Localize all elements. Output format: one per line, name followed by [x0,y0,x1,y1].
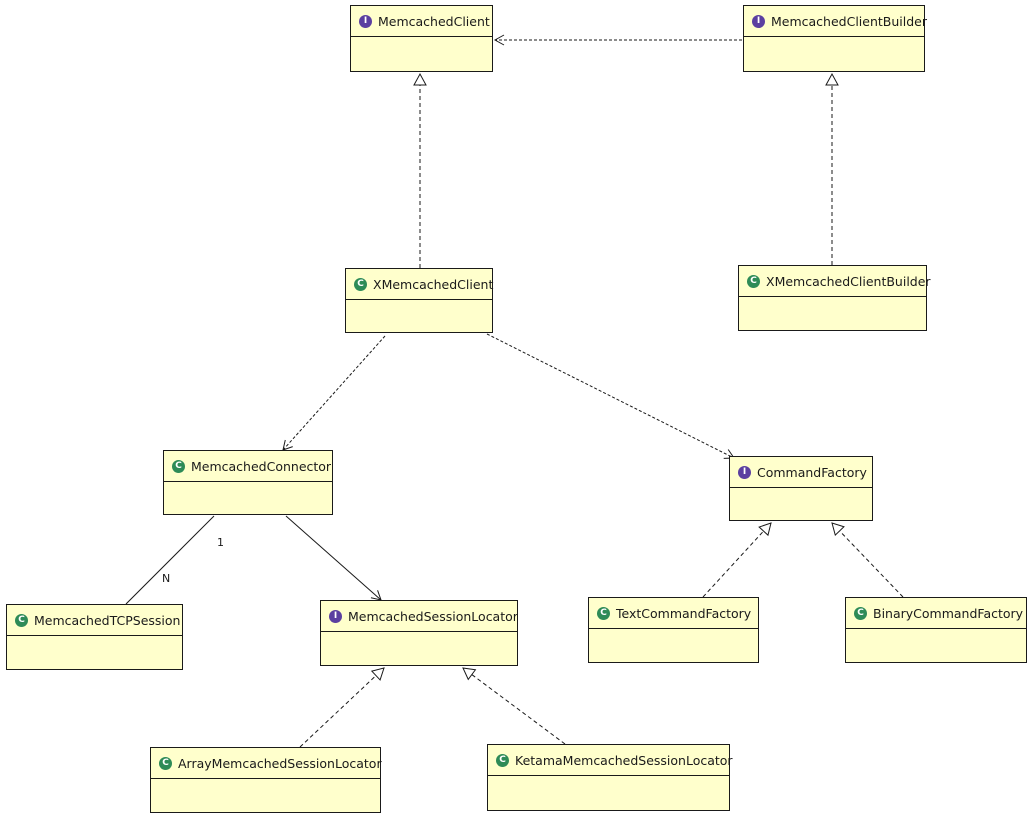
class-icon: C [172,459,185,473]
class-icon: C [496,753,509,767]
class-name: XMemcachedClientBuilder [766,273,931,289]
class-header: I MemcachedClient [351,6,492,37]
class-icon: C [159,756,172,770]
class-box-array-memcached-session-locator[interactable]: C ArrayMemcachedSessionLocator [150,747,382,813]
class-header: C BinaryCommandFactory [846,598,1026,629]
class-box-memcached-session-locator[interactable]: I MemcachedSessionLocator [320,600,518,666]
multiplicity-label: N [162,572,170,585]
class-box-binary-command-factory[interactable]: C BinaryCommandFactory [845,597,1027,663]
association-line [125,515,215,605]
class-name: XMemcachedClient [373,276,494,292]
interface-icon: I [752,14,765,28]
class-header: I CommandFactory [730,457,872,488]
realization-line [831,522,904,598]
class-name: BinaryCommandFactory [873,605,1024,621]
class-box-text-command-factory[interactable]: C TextCommandFactory [588,597,759,663]
class-header: C KetamaMemcachedSessionLocator [488,745,733,776]
class-name: MemcachedConnector [191,458,332,474]
class-box-memcached-client[interactable]: I MemcachedClient [350,5,493,72]
class-icon: C [354,277,367,291]
interface-icon: I [329,609,342,623]
navigable-association-line [285,515,382,601]
interface-icon: I [359,14,372,28]
class-header: I MemcachedClientBuilder [744,6,927,37]
class-header: I MemcachedSessionLocator [321,601,518,632]
class-header: C ArrayMemcachedSessionLocator [151,748,382,779]
class-icon: C [747,274,760,288]
class-name: MemcachedClient [378,13,490,29]
class-name: CommandFactory [757,464,867,480]
class-box-ketama-memcached-session-locator[interactable]: C KetamaMemcachedSessionLocator [487,744,733,811]
dependency-line [282,335,386,451]
class-header: C XMemcachedClient [346,269,494,300]
realization-line [462,667,566,745]
multiplicity-label: 1 [217,536,224,549]
class-name: TextCommandFactory [616,605,752,621]
class-icon: C [854,606,867,620]
class-box-xmemcached-client[interactable]: C XMemcachedClient [345,268,493,333]
class-header: C MemcachedConnector [164,451,332,482]
class-icon: C [15,613,28,627]
realization-line [299,667,385,748]
class-name: MemcachedTCPSession [34,612,181,628]
class-box-xmemcached-client-builder[interactable]: C XMemcachedClientBuilder [738,265,931,331]
relations-layer: 1N [125,34,904,748]
class-name: KetamaMemcachedSessionLocator [515,752,733,768]
dependency-line [486,333,735,459]
class-box-memcached-client-builder[interactable]: I MemcachedClientBuilder [743,5,927,72]
class-name: ArrayMemcachedSessionLocator [178,755,382,771]
class-header: C MemcachedTCPSession [7,605,182,636]
realization-line [702,522,772,598]
interface-icon: I [738,465,751,479]
class-box-command-factory[interactable]: I CommandFactory [729,456,873,521]
class-name: MemcachedSessionLocator [348,608,518,624]
class-box-memcached-connector[interactable]: C MemcachedConnector [163,450,333,515]
class-name: MemcachedClientBuilder [771,13,927,29]
class-header: C TextCommandFactory [589,598,758,629]
class-icon: C [597,606,610,620]
class-header: C XMemcachedClientBuilder [739,266,931,297]
class-box-memcached-tcpsession[interactable]: C MemcachedTCPSession [6,604,183,670]
